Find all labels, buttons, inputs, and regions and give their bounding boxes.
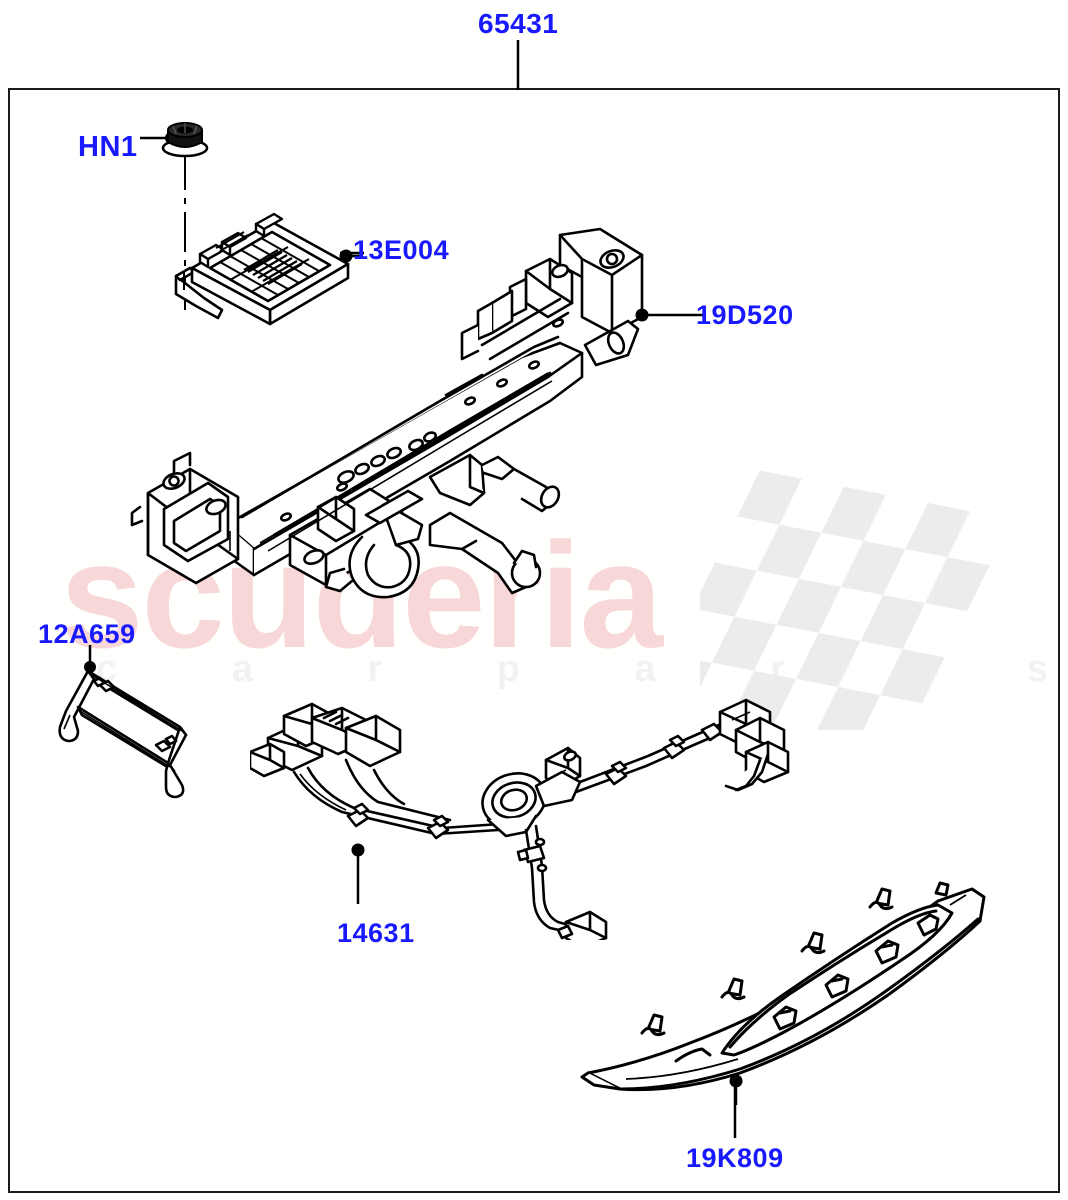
part-bracket-rod-12a659 <box>58 645 188 799</box>
part-tow-bar-assembly-19d520 <box>130 227 649 599</box>
callout-65431[interactable]: 65431 <box>478 8 559 39</box>
callout-13e004[interactable]: 13E004 <box>353 235 450 265</box>
leader-line-19k809 <box>733 1080 737 1138</box>
part-nut-hn1 <box>140 122 209 310</box>
leader-line-19d520 <box>645 313 703 317</box>
part-control-module-13e004 <box>174 212 360 326</box>
part-cover-panel-19k809 <box>580 881 986 1105</box>
callout-19k809[interactable]: 19K809 <box>686 1143 784 1173</box>
leader-line-65431 <box>516 40 520 90</box>
callout-hn1[interactable]: HN1 <box>78 131 138 163</box>
callout-12a659[interactable]: 12A659 <box>38 619 136 649</box>
callout-14631[interactable]: 14631 <box>337 918 415 948</box>
leader-line-13e004 <box>340 251 364 255</box>
callout-19d520[interactable]: 19D520 <box>696 300 794 330</box>
